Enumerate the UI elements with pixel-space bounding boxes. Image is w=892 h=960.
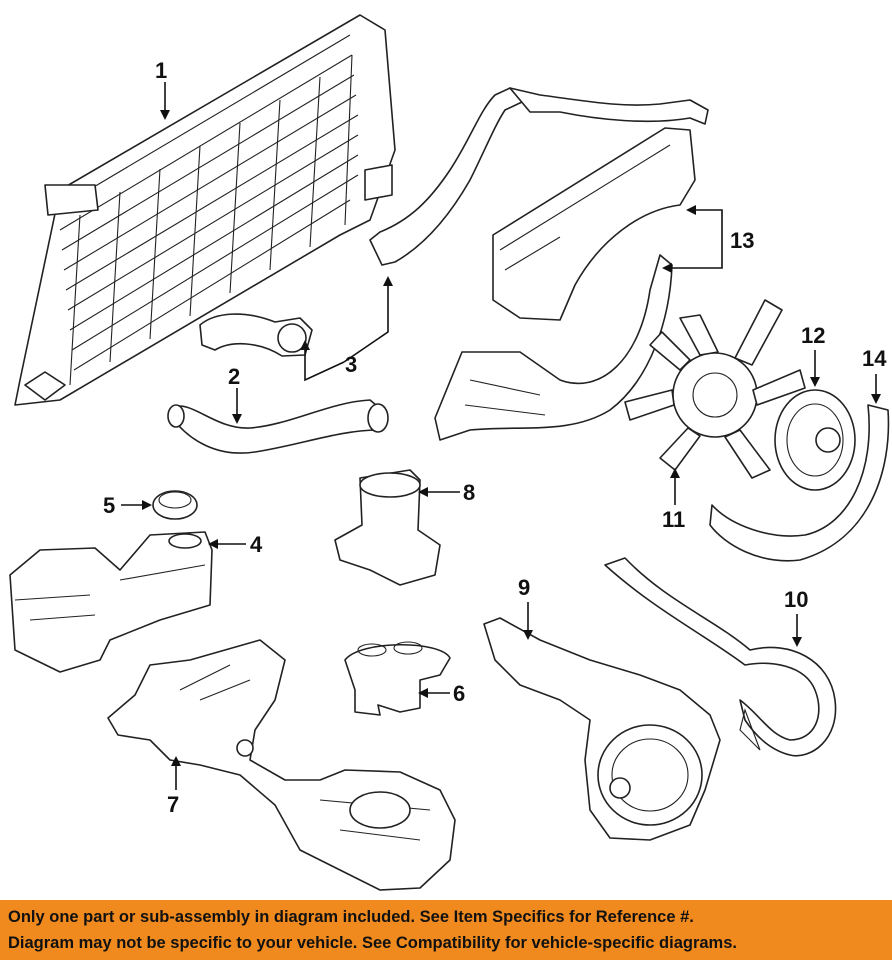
callout-4: 4 <box>208 532 263 557</box>
reservoir-cap-part <box>152 490 198 520</box>
callout-8: 8 <box>418 480 475 505</box>
disclaimer-banner: Only one part or sub-assembly in diagram… <box>0 900 892 960</box>
water-pump-part <box>483 617 721 841</box>
callout-3: 3 <box>300 276 393 382</box>
callout-13-label: 13 <box>730 228 754 253</box>
callout-7-label: 7 <box>167 792 179 817</box>
callout-3-label: 3 <box>345 352 357 377</box>
callout-1-label: 1 <box>155 58 167 83</box>
callout-6: 6 <box>418 681 465 706</box>
callout-9-label: 9 <box>518 575 530 600</box>
disclaimer-line-2: Diagram may not be specific to your vehi… <box>8 934 737 952</box>
lower-hose-part <box>167 399 389 454</box>
callout-7: 7 <box>167 756 181 817</box>
callout-13: 13 <box>662 205 754 273</box>
callout-6-label: 6 <box>453 681 465 706</box>
callout-9: 9 <box>518 575 533 640</box>
callout-1: 1 <box>155 58 170 120</box>
upper-hose-part <box>199 87 709 357</box>
callout-8-label: 8 <box>463 480 475 505</box>
callout-5: 5 <box>103 493 152 518</box>
water-pump-gasket-part <box>604 557 837 757</box>
coolant-crossover-part <box>107 639 456 891</box>
disclaimer-line-1: Only one part or sub-assembly in diagram… <box>8 908 694 926</box>
thermostat-housing-part <box>334 469 441 586</box>
shroud-extension-part <box>709 404 890 562</box>
callout-2-label: 2 <box>228 364 240 389</box>
thermostat-part <box>344 641 451 716</box>
parts-diagram: 1 2 3 4 5 6 7 8 9 10 11 12 <box>9 14 890 891</box>
cooling-fan-part <box>624 299 806 479</box>
callout-12-label: 12 <box>801 323 825 348</box>
callout-12: 12 <box>801 323 825 387</box>
coolant-reservoir-part <box>9 531 213 673</box>
callout-10-label: 10 <box>784 587 808 612</box>
callout-11-label: 11 <box>662 507 685 532</box>
callout-4-label: 4 <box>250 532 263 557</box>
callout-2: 2 <box>228 364 242 424</box>
callout-14: 14 <box>862 346 887 404</box>
callout-14-label: 14 <box>862 346 887 371</box>
fan-clutch-part <box>774 389 856 491</box>
callout-10: 10 <box>784 587 808 647</box>
fan-shroud-part <box>434 127 696 441</box>
callout-5-label: 5 <box>103 493 115 518</box>
radiator-part <box>14 14 396 406</box>
callout-11: 11 <box>662 468 685 532</box>
